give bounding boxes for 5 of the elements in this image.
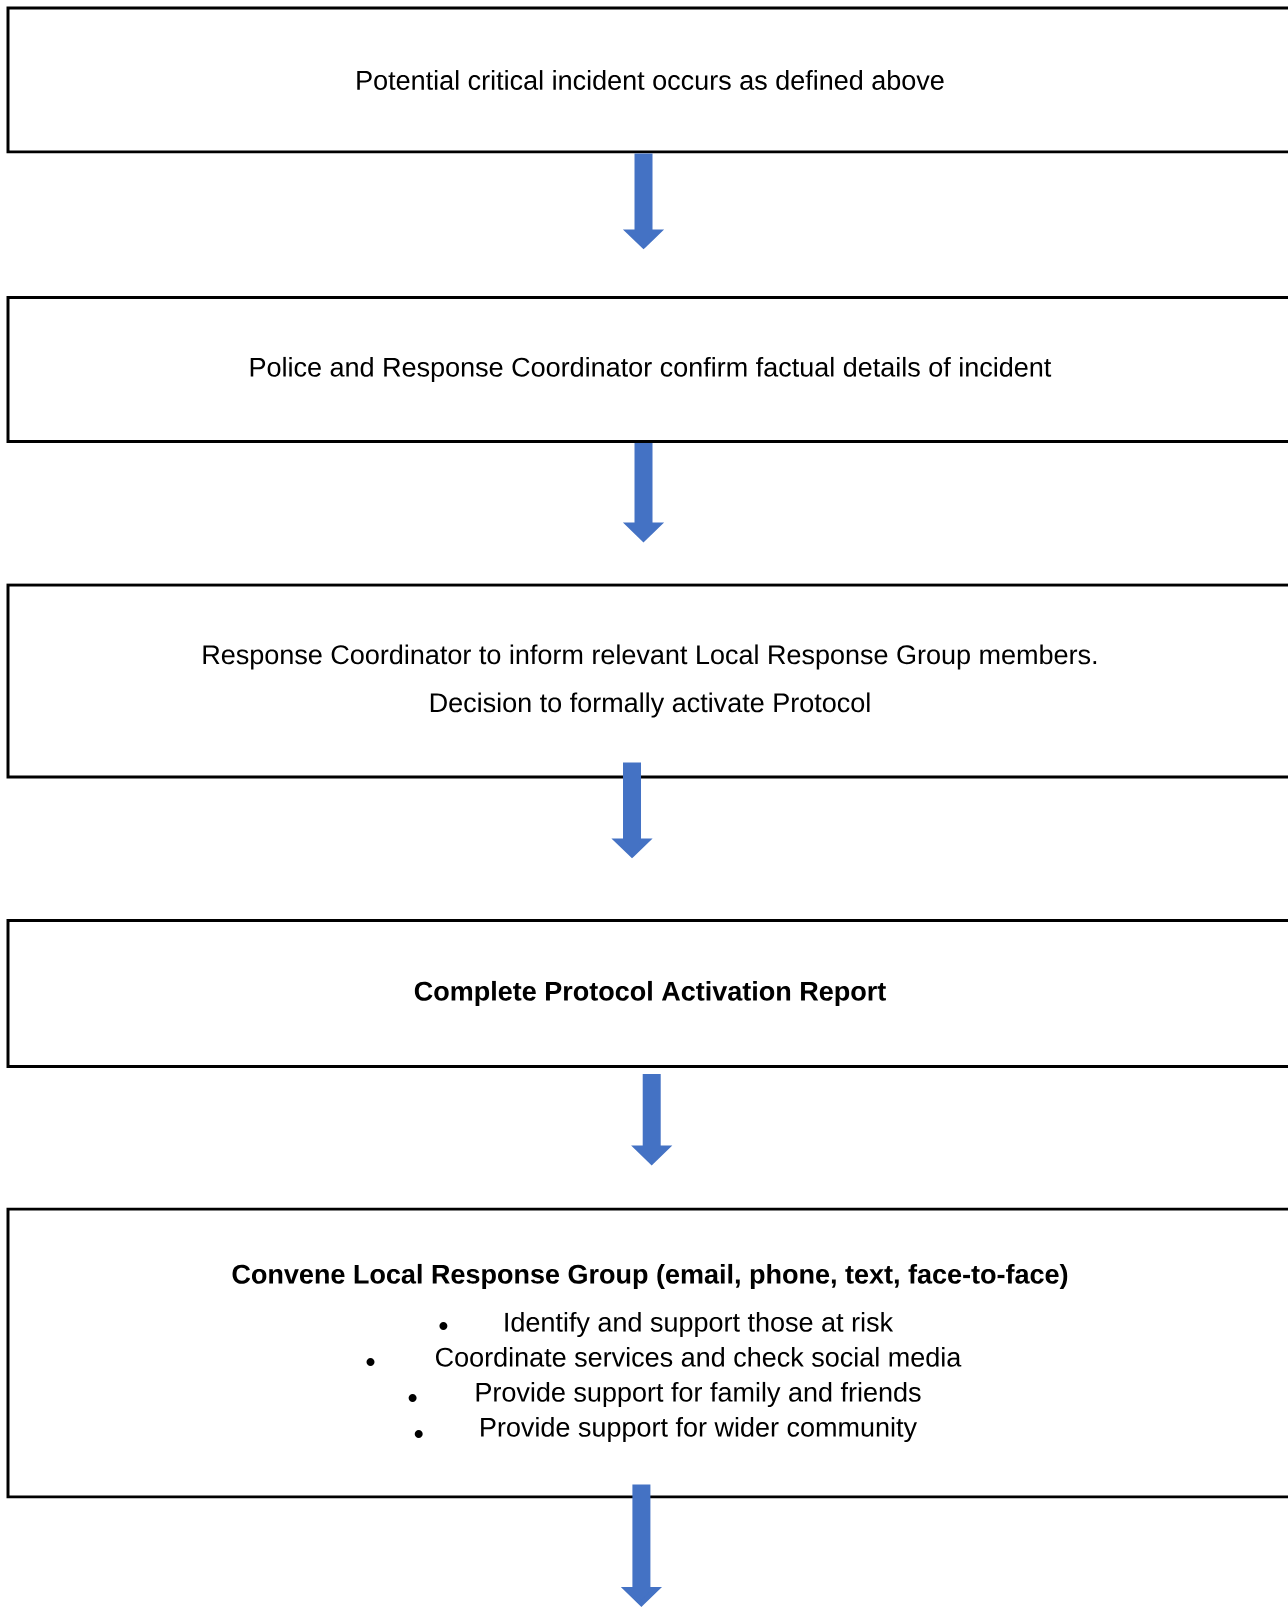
process-box: Response Coordinator to inform relevant Local Response Group members. Decision to formally activate Protocol: [6, 583, 1288, 779]
process-box: Complete Protocol Activation Report: [6, 919, 1288, 1068]
process-box: Potential critical incident occurs as defined above: [6, 6, 1288, 154]
process-box: Police and Response Coordinator confirm factual details of incident: [6, 296, 1288, 443]
process-box: Convene Local Response Group (email, phone, text, face-to-face) Identify and support those at risk Coordinate services and check social media Provide support for family and friends Provide support for wider community: [6, 1207, 1288, 1499]
